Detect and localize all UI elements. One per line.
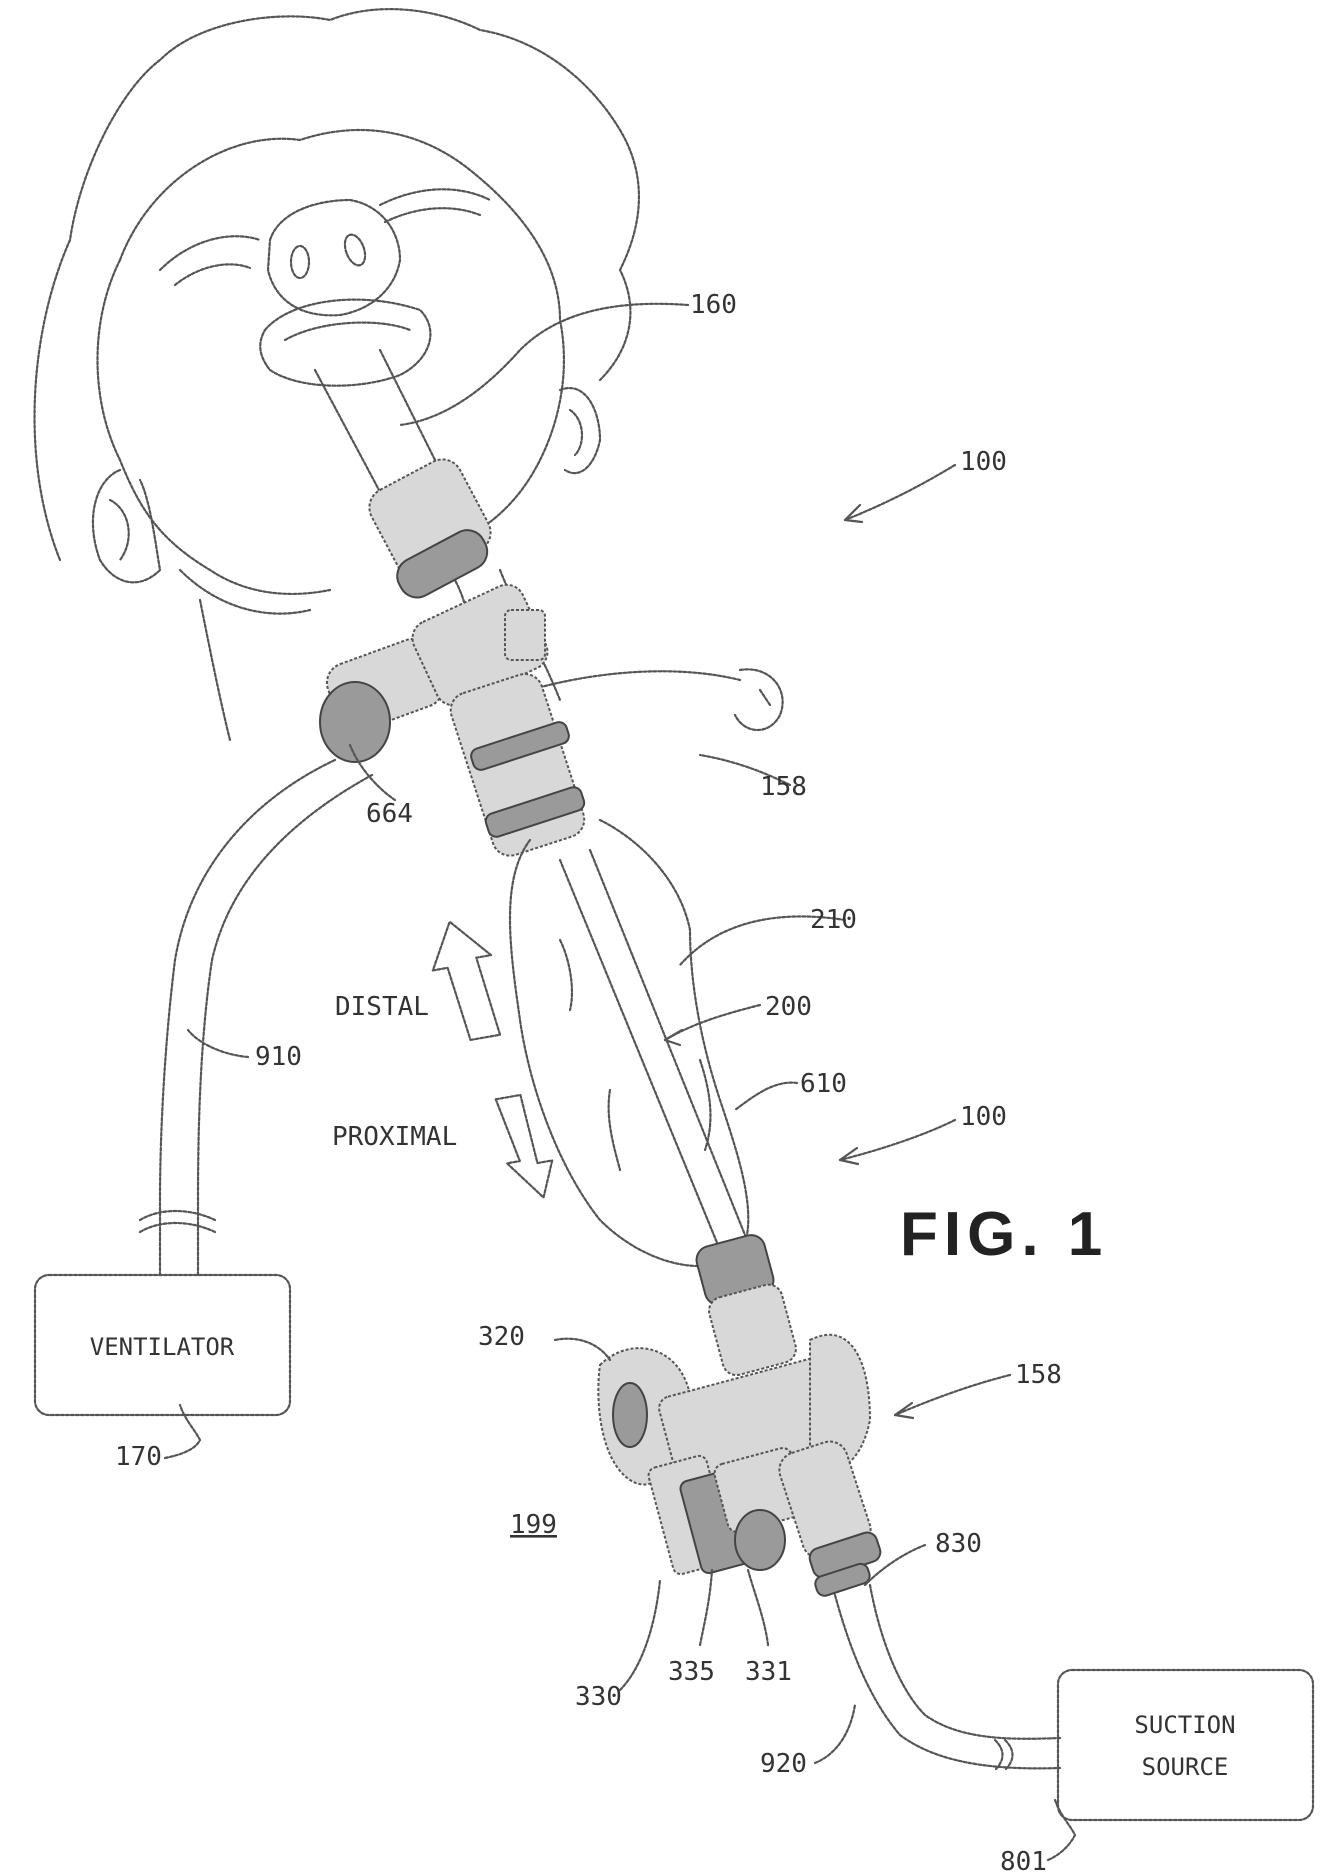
ref-920: 920 <box>760 1749 807 1779</box>
suction-tube <box>835 1585 1060 1770</box>
ref-199: 199 <box>510 1510 557 1540</box>
leader-158-lower <box>895 1375 1010 1415</box>
ventilator-box: VENTILATOR <box>35 1275 290 1415</box>
pilot-balloon-detail <box>760 690 770 705</box>
ref-910: 910 <box>255 1042 302 1072</box>
leader-331 <box>748 1570 768 1645</box>
leader-200 <box>665 1005 760 1040</box>
leader-920 <box>815 1705 855 1763</box>
ref-200: 200 <box>765 992 812 1022</box>
leader-170 <box>165 1405 200 1458</box>
figure-title: FIG. 1 <box>900 1200 1108 1269</box>
leader-330 <box>620 1580 660 1690</box>
proximal-label: PROXIMAL <box>332 1122 457 1152</box>
ref-100-upper: 100 <box>960 447 1007 477</box>
ref-170: 170 <box>115 1442 162 1472</box>
ref-830: 830 <box>935 1529 982 1559</box>
distal-label: DISTAL <box>335 992 429 1022</box>
ref-335: 335 <box>668 1657 715 1687</box>
leader-lines <box>165 304 1075 1860</box>
ref-330: 330 <box>575 1682 622 1712</box>
ref-610: 610 <box>800 1069 847 1099</box>
leader-910 <box>188 1030 248 1057</box>
pilot-balloon <box>735 669 783 730</box>
ref-664: 664 <box>366 799 413 829</box>
leader-335 <box>700 1570 712 1645</box>
suction-source-label-line1: SUCTION <box>1134 1711 1235 1739</box>
ref-331: 331 <box>745 1657 792 1687</box>
proximal-arrow <box>496 1091 559 1202</box>
suction-source-box: SUCTION SOURCE <box>1058 1670 1313 1820</box>
ref-801: 801 <box>1000 1847 1047 1875</box>
distal-arrow <box>425 916 505 1045</box>
endotracheal-tube <box>315 350 498 604</box>
ventilator-label: VENTILATOR <box>90 1333 235 1361</box>
ref-160: 160 <box>690 290 737 320</box>
ref-158-lower: 158 <box>1015 1360 1062 1390</box>
leader-801 <box>1048 1800 1075 1860</box>
suction-source-label-line2: SOURCE <box>1142 1753 1229 1781</box>
ref-320: 320 <box>478 1322 525 1352</box>
leader-100-upper <box>845 465 955 520</box>
catheter-assembly <box>446 669 799 1378</box>
ref-158-upper: 158 <box>760 772 807 802</box>
pilot-line <box>530 671 740 690</box>
leader-100-lower <box>840 1120 955 1160</box>
leader-160 <box>400 304 688 425</box>
patient-head-illustration <box>35 9 639 740</box>
ref-210: 210 <box>810 905 857 935</box>
leader-610 <box>735 1083 797 1110</box>
leader-320 <box>555 1339 610 1360</box>
ref-100-lower: 100 <box>960 1102 1007 1132</box>
